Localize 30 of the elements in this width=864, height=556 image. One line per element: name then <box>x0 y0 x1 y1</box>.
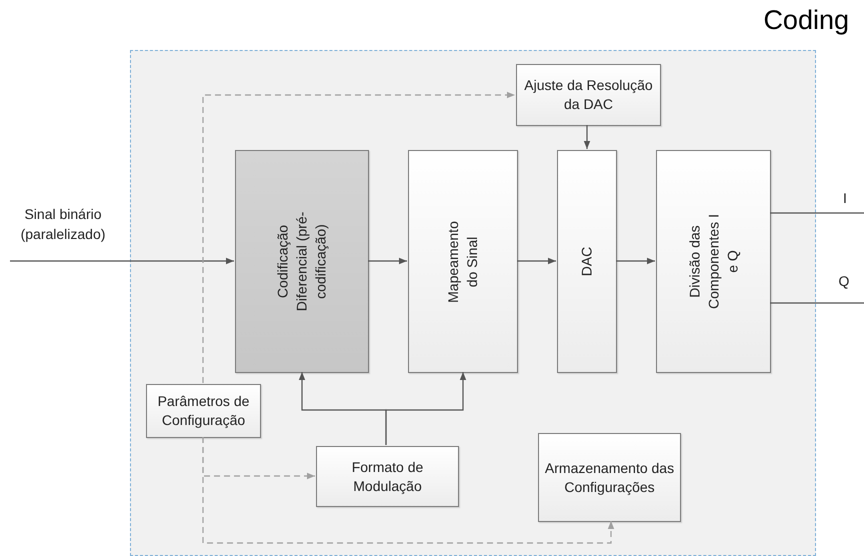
process-box <box>516 64 661 126</box>
arrow <box>584 125 590 149</box>
arrow <box>616 258 655 264</box>
arrow <box>368 258 407 264</box>
box-label: Mapeamento do Sinal <box>444 220 481 304</box>
process-box <box>538 433 681 522</box>
edge-label: Q <box>838 272 850 291</box>
edge-label: Sinal binário (paralelizado) <box>20 205 106 244</box>
arrow <box>385 372 466 445</box>
signal-line <box>770 212 864 214</box>
process-box <box>408 150 518 373</box>
signal-line <box>770 302 864 304</box>
group-title: Coding <box>763 7 849 34</box>
box-label: Codificação Diferencial (pré-codificação) <box>274 210 330 314</box>
process-box <box>656 150 771 373</box>
box-label: Divisão das Componentes I e Q <box>685 213 742 311</box>
box-label: Formato de Modulação <box>350 458 424 496</box>
dashed-arrow <box>202 92 515 383</box>
process-box <box>146 384 261 438</box>
process-box <box>235 150 369 373</box>
box-label: Armazenamento das Configurações <box>544 458 676 496</box>
dashed-arrow <box>202 437 614 544</box>
arrow <box>10 258 234 264</box>
edge-label: I <box>842 189 848 208</box>
process-box <box>316 446 459 507</box>
box-label: Parâmetros de Configuração <box>156 392 250 430</box>
box-label: DAC <box>578 246 596 278</box>
box-label: Ajuste da Resolução da DAC <box>523 76 654 114</box>
process-box <box>557 150 617 373</box>
arrow <box>517 258 556 264</box>
